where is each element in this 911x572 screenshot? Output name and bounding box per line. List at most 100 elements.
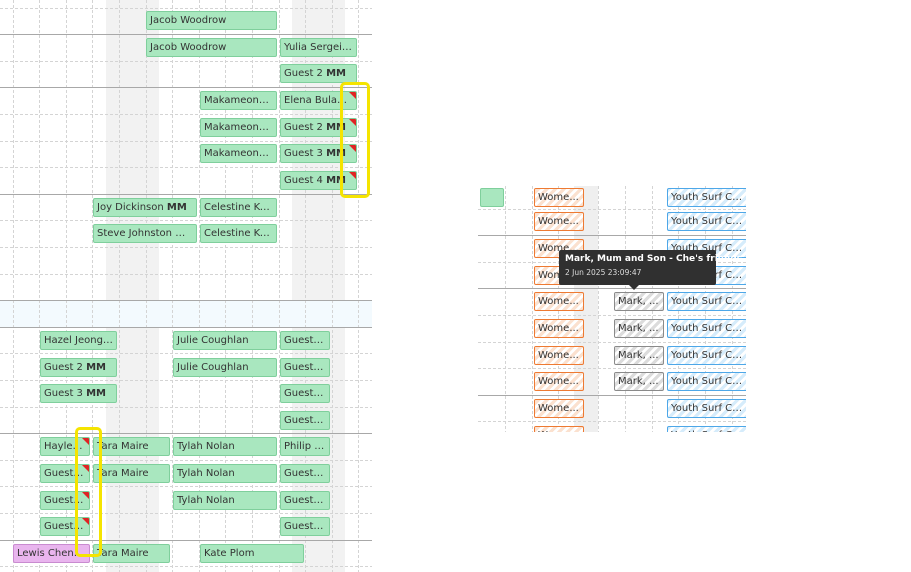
booking-event[interactable]: Youth Surf Camp <box>667 188 746 207</box>
booking-event[interactable]: Guest 1 ... <box>280 331 330 350</box>
booking-event[interactable]: Wome... <box>534 188 584 207</box>
booking-event[interactable]: Makameone M... <box>200 91 277 110</box>
booking-event[interactable]: Tylah Nolan <box>173 437 277 456</box>
booking-event[interactable]: Guest 6 ... <box>280 464 330 483</box>
booking-event[interactable]: Elena Bulanova... <box>280 91 357 110</box>
booking-event-label: Wome... <box>538 323 579 334</box>
booking-event-label: Tylah Nolan <box>177 441 235 452</box>
booking-event[interactable]: Tylah Nolan <box>173 464 277 483</box>
booking-event[interactable]: Wome... <box>534 212 584 231</box>
booking-event[interactable]: Tara Maire <box>93 464 170 483</box>
left-grid <box>0 0 372 572</box>
booking-event[interactable]: Guest 2 MM <box>280 64 357 83</box>
booking-event[interactable]: Jacob Woodrow <box>146 11 277 30</box>
booking-event-label: Tylah Nolan <box>177 495 235 506</box>
booking-event-label: Yulia Sergeiche... <box>284 42 356 53</box>
booking-event-label: Julie Coughlan <box>177 362 249 373</box>
booking-event[interactable]: Youth Surf Camp <box>667 319 746 338</box>
booking-event[interactable]: Wome... <box>534 319 584 338</box>
booking-event-label: Youth Surf Camp <box>671 350 746 361</box>
booking-event[interactable]: Youth Surf Camp <box>667 292 746 311</box>
booking-event[interactable]: Jacob Woodrow <box>146 38 277 57</box>
booking-event[interactable]: Joy Dickinson MM <box>93 198 197 217</box>
booking-event[interactable]: Celestine Keki <box>200 224 277 243</box>
booking-event[interactable]: Hazel Jeong M... <box>40 331 117 350</box>
booking-event-label: Jacob Woodrow <box>150 15 227 26</box>
booking-event-label: Kate Plom <box>204 548 255 559</box>
booking-event[interactable]: Mark, ... <box>614 372 664 391</box>
booking-event-label: Guest 4 ... <box>284 415 330 426</box>
booking-event[interactable]: Makameone M... <box>200 144 277 163</box>
booking-event-label: Makameone M... <box>204 95 277 106</box>
booking-event-label: Youth Surf Camp <box>671 376 746 387</box>
membership-badge: MM <box>166 202 187 213</box>
booking-event-label: Youth Surf Camp <box>671 216 746 227</box>
highlight-box-bottom <box>75 427 102 557</box>
booking-event[interactable]: Guest 2 MM <box>40 358 117 377</box>
booking-event[interactable]: Lewis Chen MM <box>13 544 90 563</box>
booking-event[interactable]: Wome... <box>534 399 584 418</box>
highlight-box-top <box>340 82 370 198</box>
booking-event[interactable]: Guest 3 ... <box>280 384 330 403</box>
booking-event[interactable]: Julie Coughlan <box>173 331 277 350</box>
booking-event-label: Joy Dickinson <box>97 202 164 213</box>
booking-event-label: Youth Surf Camp <box>671 403 746 414</box>
note-flag-icon <box>82 438 89 445</box>
tooltip-arrow <box>629 285 639 290</box>
booking-event[interactable]: Guest 4 ... <box>280 411 330 430</box>
note-flag-icon <box>82 518 89 525</box>
booking-event[interactable]: Guest 2 ... <box>280 358 330 377</box>
booking-event[interactable]: Julie Coughlan <box>173 358 277 377</box>
note-flag-icon <box>349 119 356 126</box>
booking-event-label: Wome... <box>538 216 579 227</box>
booking-event-label: Makameone M... <box>204 122 277 133</box>
booking-event-label: Guest 4 <box>284 175 323 186</box>
booking-event[interactable]: Guest 3 MM <box>280 144 357 163</box>
booking-event[interactable]: Guest 2 MM <box>280 118 357 137</box>
booking-event[interactable]: Youth Surf Camp <box>667 346 746 365</box>
booking-event[interactable]: Youth Surf Camp <box>667 372 746 391</box>
booking-event[interactable] <box>480 188 504 207</box>
booking-event-label: Makameone M... <box>204 148 277 159</box>
note-flag-icon <box>349 172 356 179</box>
note-flag-icon <box>82 465 89 472</box>
booking-event-label: Youth Surf Camp <box>671 430 746 432</box>
booking-event-label: Guest 7 ... <box>284 495 330 506</box>
booking-event[interactable]: Steve Johnston MM <box>93 224 197 243</box>
booking-event-label: Guest 3 ... <box>284 388 330 399</box>
booking-event[interactable]: Guest 4 MM <box>280 171 357 190</box>
booking-event-label: Guest 2 <box>44 362 83 373</box>
booking-event[interactable]: Youth Surf Camp <box>667 399 746 418</box>
booking-event[interactable]: Guest 3 MM <box>40 384 117 403</box>
booking-event[interactable]: Wome... <box>534 372 584 391</box>
booking-event[interactable]: Tara Maire <box>93 437 170 456</box>
booking-event[interactable]: Wome... <box>534 346 584 365</box>
booking-event[interactable]: Mark, ... <box>614 292 664 311</box>
booking-event-label: Guest 6 ... <box>284 468 330 479</box>
booking-event-label: Tara Maire <box>97 441 149 452</box>
booking-event-label: Wome... <box>538 403 579 414</box>
booking-event[interactable]: Mark, ... <box>614 319 664 338</box>
membership-badge: MM <box>86 388 107 399</box>
tooltip-title: Mark, Mum and Son - Che's friends <box>565 254 743 264</box>
booking-event[interactable]: Yulia Sergeiche... <box>280 38 357 57</box>
booking-event[interactable]: Celestine Keki <box>200 198 277 217</box>
booking-event[interactable]: Wome... <box>534 426 584 432</box>
booking-event[interactable]: Mark, ... <box>614 346 664 365</box>
booking-event-label: Guest 2 ... <box>284 362 330 373</box>
booking-event[interactable]: Makameone M... <box>200 118 277 137</box>
booking-event[interactable]: Guest 8 ... <box>280 517 330 536</box>
booking-event-label: Hazel Jeong <box>44 335 103 346</box>
booking-event[interactable]: Philip Yo... <box>280 437 330 456</box>
membership-badge: MM <box>175 228 196 239</box>
booking-event[interactable]: Kate Plom <box>200 544 304 563</box>
booking-event[interactable]: Wome... <box>534 292 584 311</box>
booking-event[interactable]: Tylah Nolan <box>173 491 277 510</box>
booking-event[interactable]: Youth Surf Camp <box>667 212 746 231</box>
booking-event-label: Wome... <box>538 430 579 432</box>
booking-event[interactable]: Guest 7 ... <box>280 491 330 510</box>
booking-event[interactable]: Tara Maire <box>93 544 170 563</box>
booking-event[interactable]: Youth Surf Camp <box>667 426 746 432</box>
booking-event-label: Celestine Keki <box>204 202 275 213</box>
